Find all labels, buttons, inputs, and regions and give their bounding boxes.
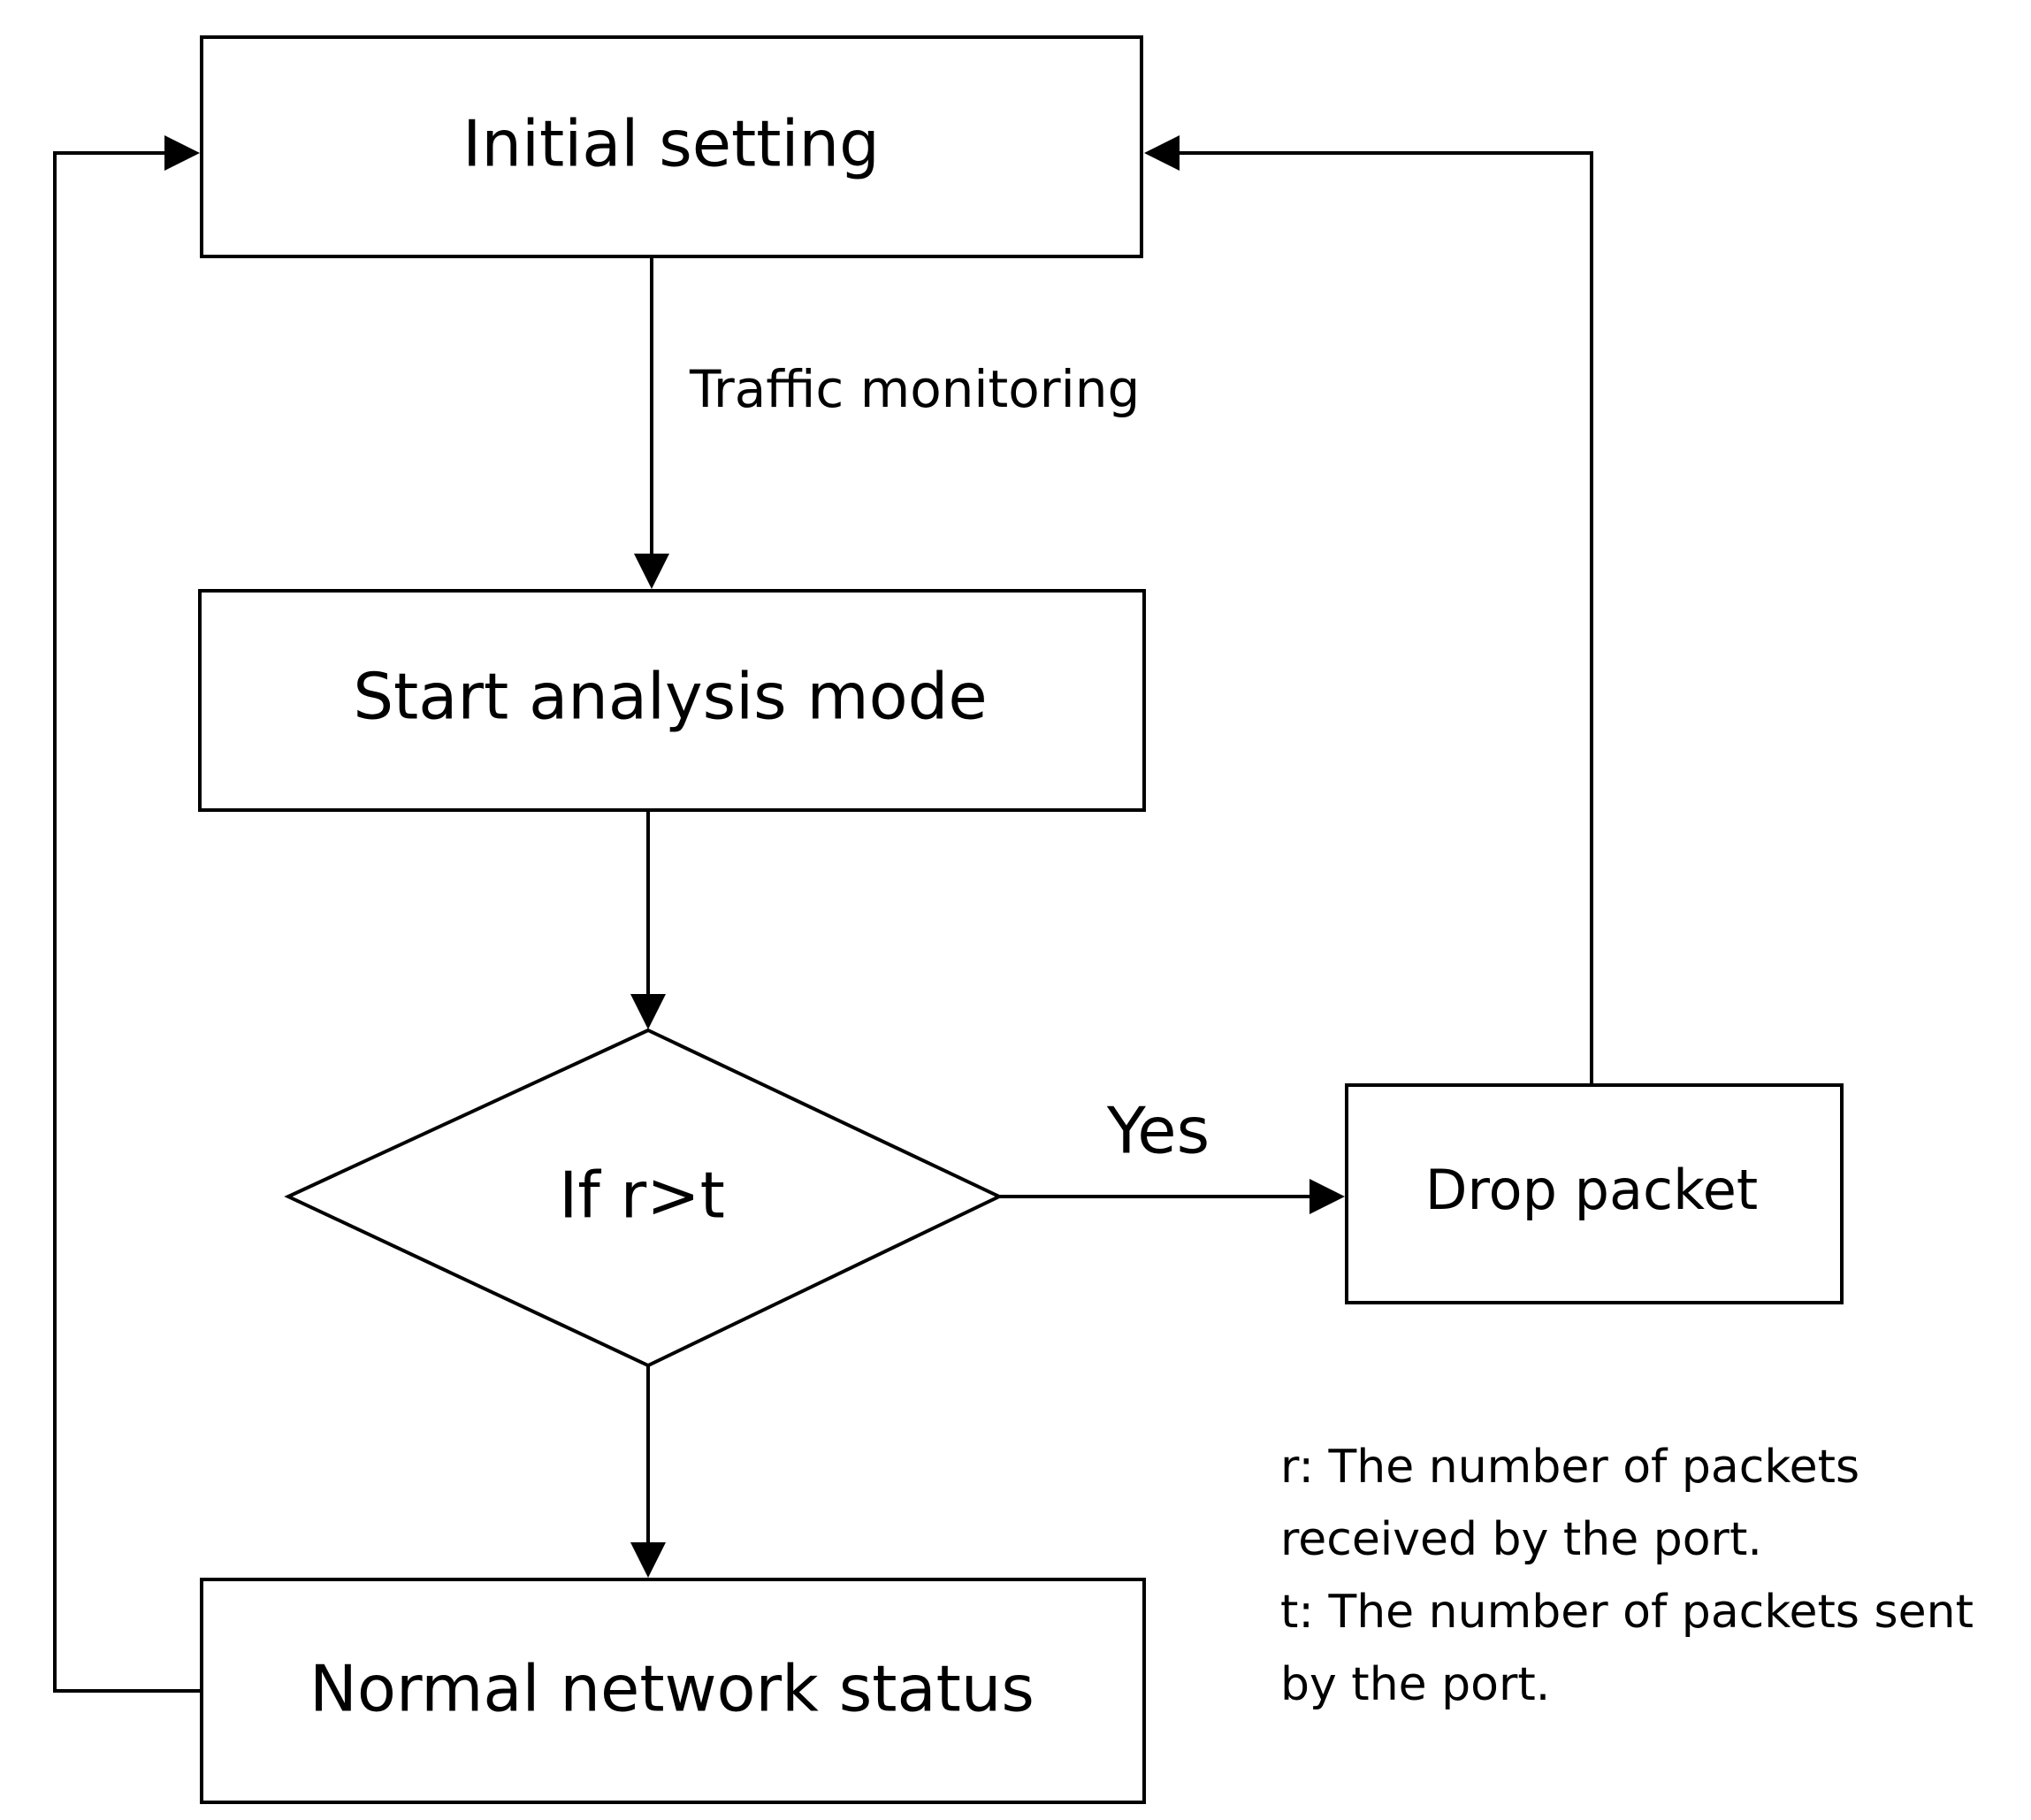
legend-r-line2: received by the port. bbox=[1280, 1513, 1762, 1566]
normal-status-box bbox=[200, 1578, 1146, 1804]
drop-packet-label: Drop packet bbox=[1425, 1158, 1758, 1222]
yes-label: Yes bbox=[1106, 1094, 1210, 1168]
start-analysis-label: Start analysis mode bbox=[353, 660, 987, 734]
decision-label: If r>t bbox=[559, 1159, 725, 1233]
legend-t-line1: t: The number of packets sent bbox=[1280, 1586, 1974, 1639]
start-analysis-box bbox=[198, 589, 1146, 812]
arrow-normal-to-initial bbox=[53, 135, 202, 1693]
normal-status-label: Normal network status bbox=[309, 1652, 1035, 1726]
drop-packet-box bbox=[1345, 1083, 1844, 1304]
initial-setting-label: Initial setting bbox=[462, 107, 880, 181]
arrow-drop-to-initial bbox=[1144, 135, 1593, 1085]
initial-setting-box bbox=[200, 35, 1143, 258]
traffic-monitoring-label: Traffic monitoring bbox=[689, 359, 1140, 419]
legend-t-line2: by the port. bbox=[1280, 1658, 1550, 1711]
legend-r-line1: r: The number of packets bbox=[1280, 1441, 1859, 1494]
